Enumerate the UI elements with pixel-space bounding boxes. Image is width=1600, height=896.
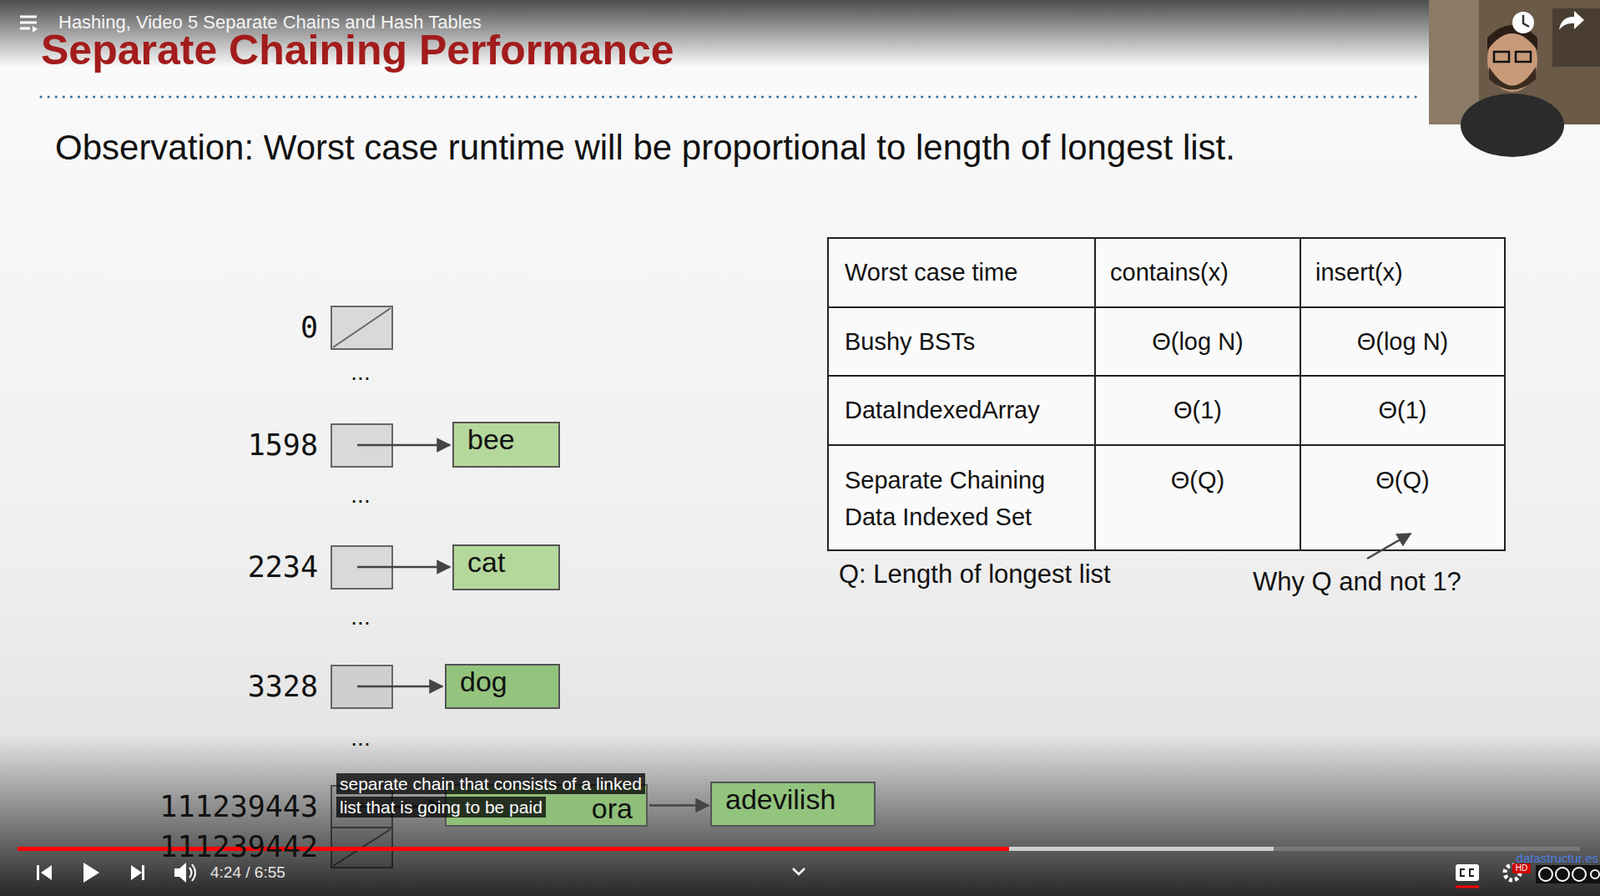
license-badge [1535, 864, 1600, 884]
next-icon [141, 864, 145, 880]
table-cell: Θ(log N) [1302, 326, 1504, 357]
dotted-rule [40, 95, 1419, 99]
table-cell: Θ(log N) [1096, 326, 1299, 357]
pointer-arrow [357, 565, 450, 569]
node-label: dog [459, 665, 508, 698]
bucket-index: 3328 [126, 668, 318, 704]
volume-waves [189, 863, 196, 881]
table-cell: Θ(Q) [1096, 461, 1299, 499]
ellipsis: ... [327, 602, 394, 631]
playlist-line [20, 27, 31, 31]
prev-icon [40, 864, 52, 880]
list-node: adevilish [710, 781, 876, 827]
list-node: dog [444, 663, 561, 709]
table-cell: Θ(1) [1096, 394, 1299, 425]
bucket-index: 1598 [126, 427, 318, 463]
webcam-shoulders [1460, 93, 1565, 157]
ellipsis: ... [327, 480, 394, 510]
table-rule [827, 444, 1505, 446]
play-icon [83, 862, 100, 883]
webcam-wall [1428, 0, 1479, 125]
captions-active [1455, 885, 1479, 889]
bucket-index: 2234 [126, 549, 318, 585]
table-cell: Θ(Q) [1302, 461, 1504, 499]
table-cell: Θ(1) [1302, 394, 1504, 425]
list-node: cat [452, 544, 561, 591]
bucket-index: 0 [126, 309, 318, 345]
playlist-play [32, 25, 38, 33]
volume-icon [174, 862, 187, 883]
table-grid [827, 237, 1505, 551]
table-cell: contains(x) [1110, 257, 1298, 288]
clock-icon [1512, 11, 1535, 34]
pointer-arrow [357, 444, 450, 447]
share-icon [1559, 10, 1585, 31]
prev-icon [36, 864, 40, 880]
callout-question: Why Q and not 1? [1252, 565, 1587, 598]
node-label: bee [467, 423, 515, 456]
webcam-glasses [1494, 51, 1510, 62]
clock-hands [1523, 15, 1530, 27]
webcam-inset [1428, 0, 1600, 157]
license-badge [1590, 869, 1600, 879]
video-title: Hashing, Video 5 Separate Chains and Has… [58, 10, 810, 36]
subtitle-text: separate chain that consists of a linked… [336, 772, 646, 818]
captions-glyph [1460, 868, 1474, 876]
bucket-box [331, 306, 393, 349]
table-frame [827, 237, 1505, 551]
bottom-shade [0, 734, 1600, 896]
node-label: adevilish [725, 782, 836, 816]
pointer-arrow [357, 685, 443, 688]
callout-arrow [1367, 533, 1411, 559]
playlist-line [20, 21, 37, 25]
next-icon [131, 864, 142, 880]
hd-badge: HD [1512, 863, 1531, 874]
table-rule [827, 306, 1505, 308]
license-badge [1555, 867, 1570, 881]
license-badge [1539, 867, 1553, 881]
table-cell: insert(x) [1315, 257, 1501, 288]
chevron-icon [792, 868, 805, 874]
time-display: 4:24 / 6:55 [210, 862, 378, 883]
table-rule [1299, 237, 1302, 551]
ellipsis: ... [327, 358, 394, 387]
bucket-index: 111239443 [126, 788, 318, 824]
webcam-shelf [1552, 8, 1600, 67]
bucket-index: 111239442 [126, 828, 318, 864]
captions-icon [1455, 863, 1479, 881]
observation-text: Observation: Worst case runtime will be … [55, 126, 1491, 169]
webcam-glasses [1515, 51, 1531, 62]
table-cell: Separate Chaining Data Indexed Set [844, 461, 1081, 536]
footnote: Q: Length of longest list [838, 558, 1190, 591]
null-slash [333, 307, 391, 348]
table-rule [1094, 237, 1096, 551]
license-badge [1572, 867, 1586, 881]
table-cell: Bushy BSTs [844, 326, 1087, 357]
playlist-line [20, 15, 37, 19]
node-label: cat [467, 545, 505, 579]
table-cell: DataIndexedArray [844, 394, 1091, 425]
node-label: ora [591, 792, 633, 825]
list-node: bee [452, 421, 561, 468]
table-cell: Worst case time [844, 257, 1087, 288]
playlist-icon [20, 16, 37, 29]
table-rule [827, 374, 1505, 377]
webcam-beard [1488, 66, 1536, 91]
subtitle-caption: separate chain that consists of a linked… [336, 772, 649, 819]
pointer-arrow [649, 803, 709, 807]
ellipsis: ... [327, 723, 394, 753]
